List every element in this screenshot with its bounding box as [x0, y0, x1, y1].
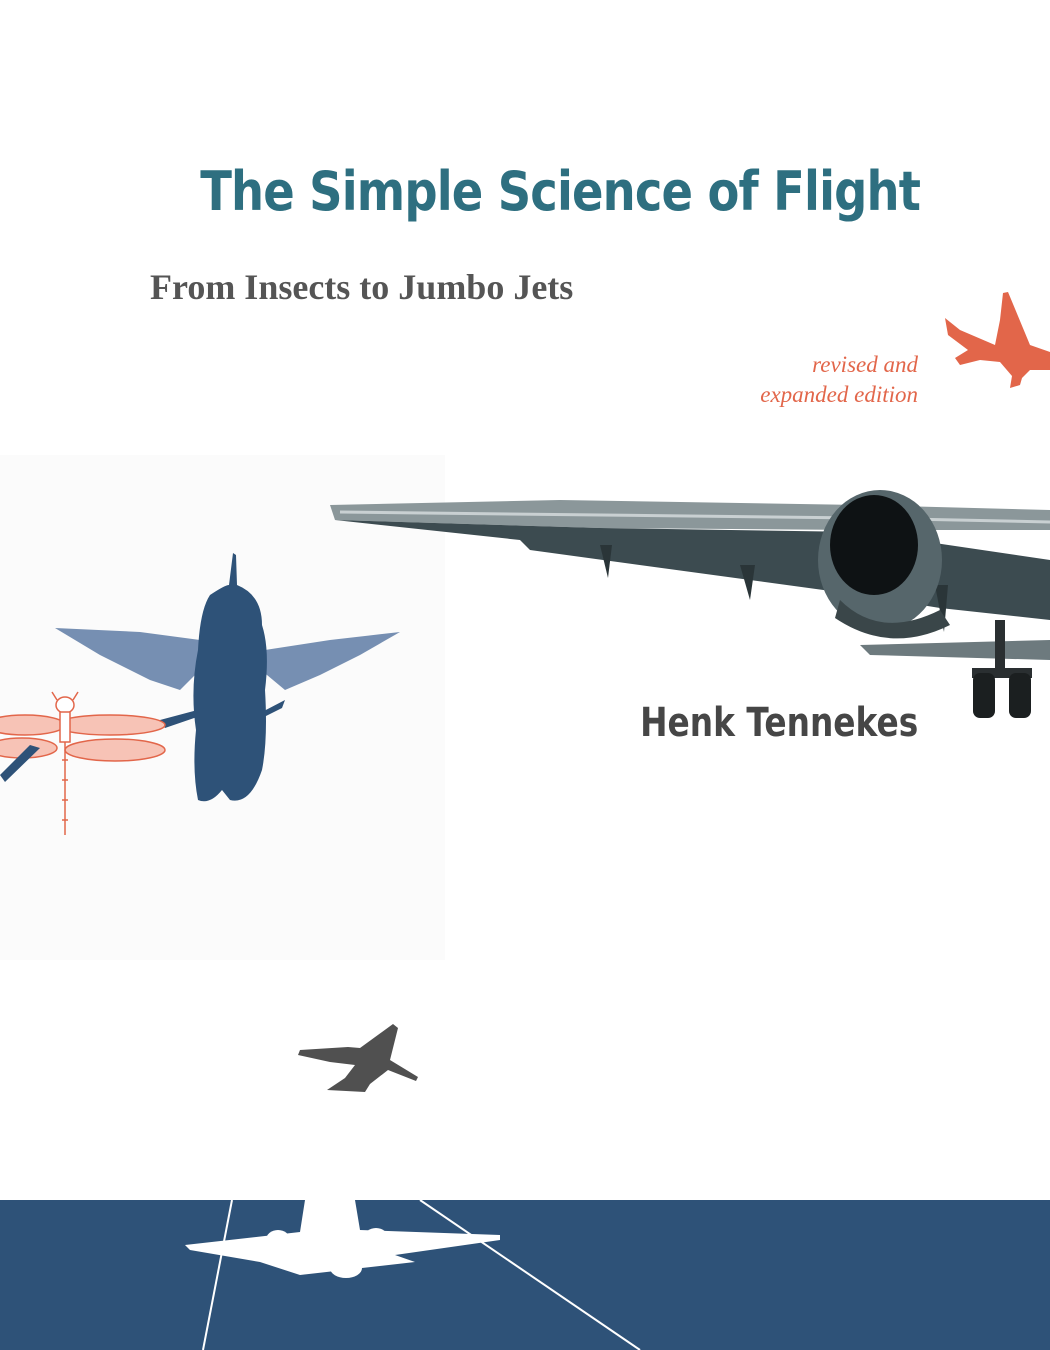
edition-line-1: revised and — [812, 352, 918, 377]
author-name: Henk Tennekes — [639, 700, 918, 746]
white-airplane-icon — [185, 1200, 641, 1350]
edition-line-2: expanded edition — [760, 382, 918, 407]
book-subtitle: From Insects to Jumbo Jets — [150, 267, 574, 307]
edition-note: revised and expanded edition — [760, 350, 918, 410]
book-title: The Simple Science of Flight — [200, 160, 921, 223]
navy-runway-band — [0, 1200, 1050, 1350]
